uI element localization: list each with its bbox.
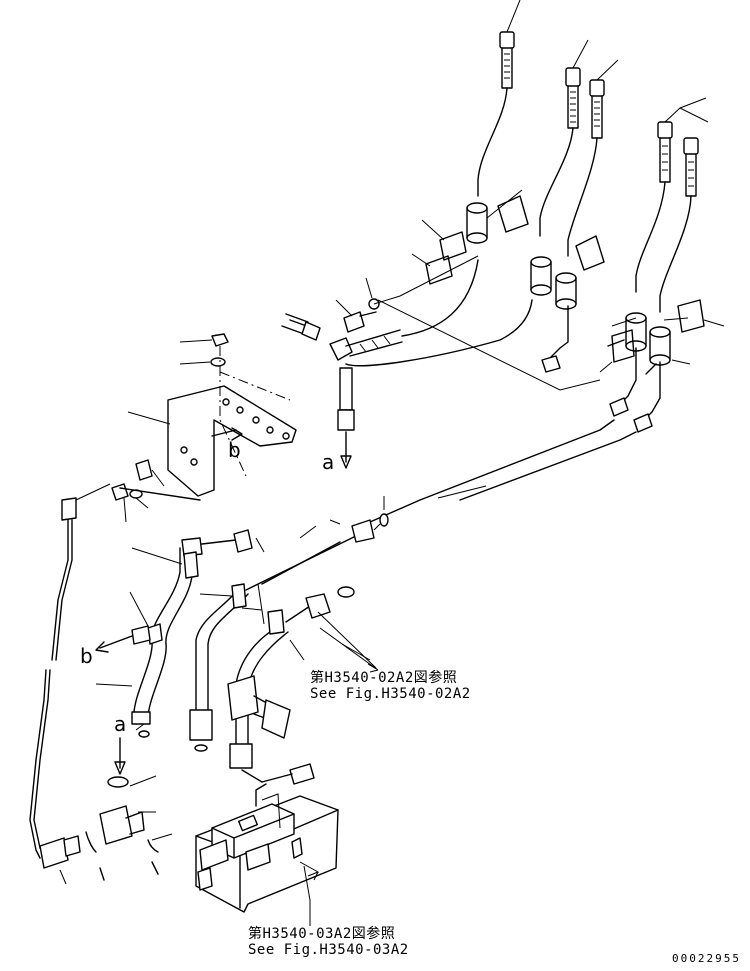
part-leader-lines [299, 485, 487, 661]
central-pipes [95, 496, 389, 775]
ref-lower-line1: 第H3540-03A2図参照 [248, 926, 396, 942]
ref-upper-leader-line [317, 611, 377, 669]
upper-hose-lines [477, 87, 692, 313]
ref-upper-line1: 第H3540-02A2図参照 [310, 670, 458, 686]
ref-upper-line2: See Fig.H3540-02A2 [310, 686, 471, 702]
upper-hose-fittings [499, 0, 709, 197]
ref-lower-callout: 第H3540-03A2図参照 See Fig.H3540-03A2 [248, 926, 409, 958]
lower-fittings [85, 763, 315, 881]
view-marker-b-left: b [80, 644, 93, 668]
hose-a-assembly [281, 259, 533, 469]
upper-brackets [335, 219, 601, 391]
valve-block [195, 783, 339, 913]
left-long-hose [29, 483, 201, 885]
ref-upper-callout: 第H3540-02A2図参照 See Fig.H3540-02A2 [310, 670, 471, 702]
view-marker-a-upper: a [322, 450, 335, 474]
ref-upper-leader [319, 627, 379, 673]
mounting-bracket [111, 333, 297, 523]
view-marker-b-upper: b [228, 438, 241, 462]
ref-lower-leader [303, 865, 311, 926]
right-hose-lines [369, 305, 691, 523]
ref-lower-line2: See Fig.H3540-03A2 [248, 942, 409, 958]
hose-clamps [466, 189, 725, 366]
view-marker-a-lower: a [114, 712, 127, 736]
image-number: 00022955 [672, 952, 741, 965]
